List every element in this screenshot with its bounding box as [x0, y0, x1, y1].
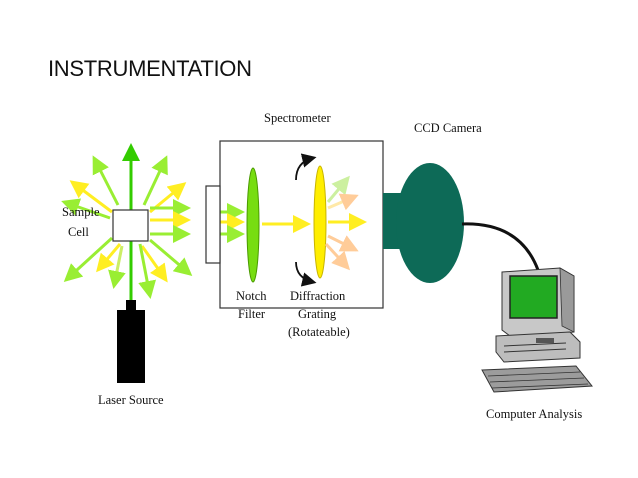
label-filter: Filter — [238, 307, 266, 321]
collected-light-arrows — [150, 199, 245, 243]
computer — [481, 267, 593, 393]
label-notch: Notch — [236, 289, 267, 303]
label-grating: Grating — [298, 307, 337, 321]
camera-cable — [461, 222, 540, 271]
sample-cell — [112, 209, 149, 242]
label-sample: Sample — [62, 205, 100, 219]
label-computer-analysis: Computer Analysis — [486, 407, 582, 421]
label-laser-source: Laser Source — [98, 393, 164, 407]
rotation-arrow-top — [295, 153, 317, 181]
label-diffraction: Diffraction — [290, 289, 346, 303]
rotation-arrow-bottom — [295, 261, 317, 287]
ccd-camera — [383, 163, 464, 283]
laser-source — [117, 300, 145, 383]
page-title: INSTRUMENTATION — [48, 56, 252, 81]
diffraction-grating — [313, 165, 327, 279]
dispersed-light-arrows — [324, 175, 367, 271]
computer-screen — [509, 275, 558, 319]
scattered-light-arrows — [61, 155, 193, 299]
label-ccd-camera: CCD Camera — [414, 121, 482, 135]
label-cell: Cell — [68, 225, 89, 239]
label-spectrometer: Spectrometer — [264, 111, 331, 125]
label-rotateable: (Rotateable) — [288, 325, 350, 339]
notch-filter — [246, 167, 260, 283]
